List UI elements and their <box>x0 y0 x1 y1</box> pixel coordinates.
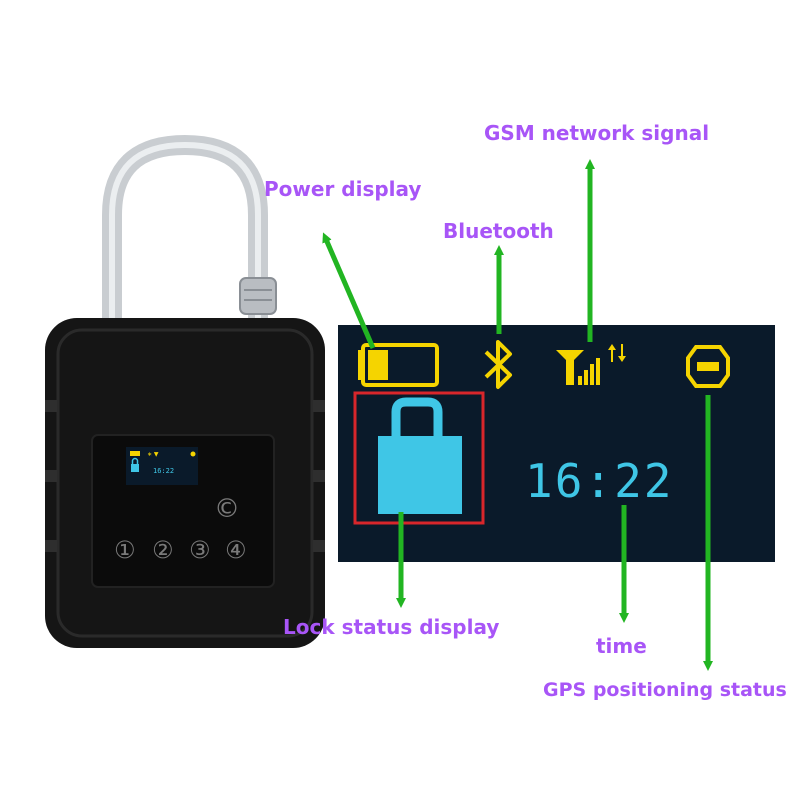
arrow-power <box>322 232 376 349</box>
label-gps-positioning-status: GPS positioning status <box>543 679 787 701</box>
lock-status-highlight-box <box>353 391 485 525</box>
label-gsm-network-signal: GSM network signal <box>484 121 710 145</box>
svg-text:∗ ▼: ∗ ▼ <box>147 451 159 458</box>
key-1[interactable]: ① <box>114 536 136 564</box>
padlock-device: ∗ ▼ 16:22 <box>45 134 325 648</box>
key-4[interactable]: ④ <box>225 536 247 564</box>
annotation-arrows <box>322 159 713 671</box>
clear-key[interactable]: © <box>214 494 240 524</box>
data-transfer-icon <box>608 344 626 362</box>
battery-icon <box>358 343 439 387</box>
label-time: time <box>596 634 647 658</box>
label-lock-status-display: Lock status display <box>283 615 500 639</box>
padlock-shackle <box>102 134 268 340</box>
key-3[interactable]: ③ <box>189 536 211 564</box>
label-power-display: Power display <box>264 177 422 201</box>
bluetooth-icon <box>484 340 512 389</box>
gps-icon <box>686 345 730 388</box>
zoomed-screen: 16:22 <box>338 325 775 562</box>
lock-status-icon <box>378 397 462 514</box>
mini-screen-time: 16:22 <box>153 467 174 475</box>
key-2[interactable]: ② <box>152 536 174 564</box>
gsm-signal-icon <box>556 350 600 385</box>
screen-time: 16:22 <box>525 454 673 508</box>
label-bluetooth: Bluetooth <box>443 219 554 243</box>
